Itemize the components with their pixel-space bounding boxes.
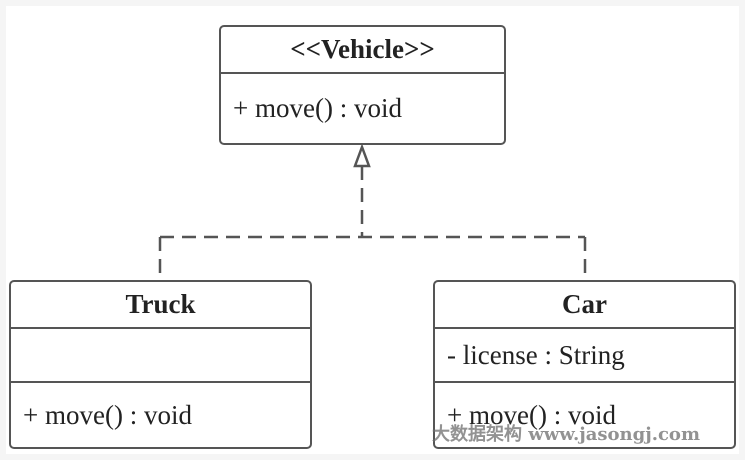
- watermark-text: 大数据架构 www.jasongj.com: [432, 424, 700, 445]
- truck-method-move: + move() : void: [23, 399, 192, 430]
- car-class-name: Car: [435, 282, 734, 329]
- truck-attributes-empty: [11, 329, 310, 383]
- vehicle-interface-box: <<Vehicle>> + move() : void: [219, 25, 506, 145]
- realization-arrowhead: [353, 143, 371, 168]
- truck-class-name: Truck: [11, 282, 310, 329]
- car-method-move: + move() : void: [447, 399, 616, 430]
- vehicle-interface-name: <<Vehicle>>: [221, 27, 504, 74]
- car-class-box: Car - license : String + move() : void: [433, 280, 736, 449]
- car-attribute-license: - license : String: [435, 329, 734, 383]
- truck-class-box: Truck + move() : void: [9, 280, 312, 449]
- vehicle-method-move: + move() : void: [233, 93, 402, 123]
